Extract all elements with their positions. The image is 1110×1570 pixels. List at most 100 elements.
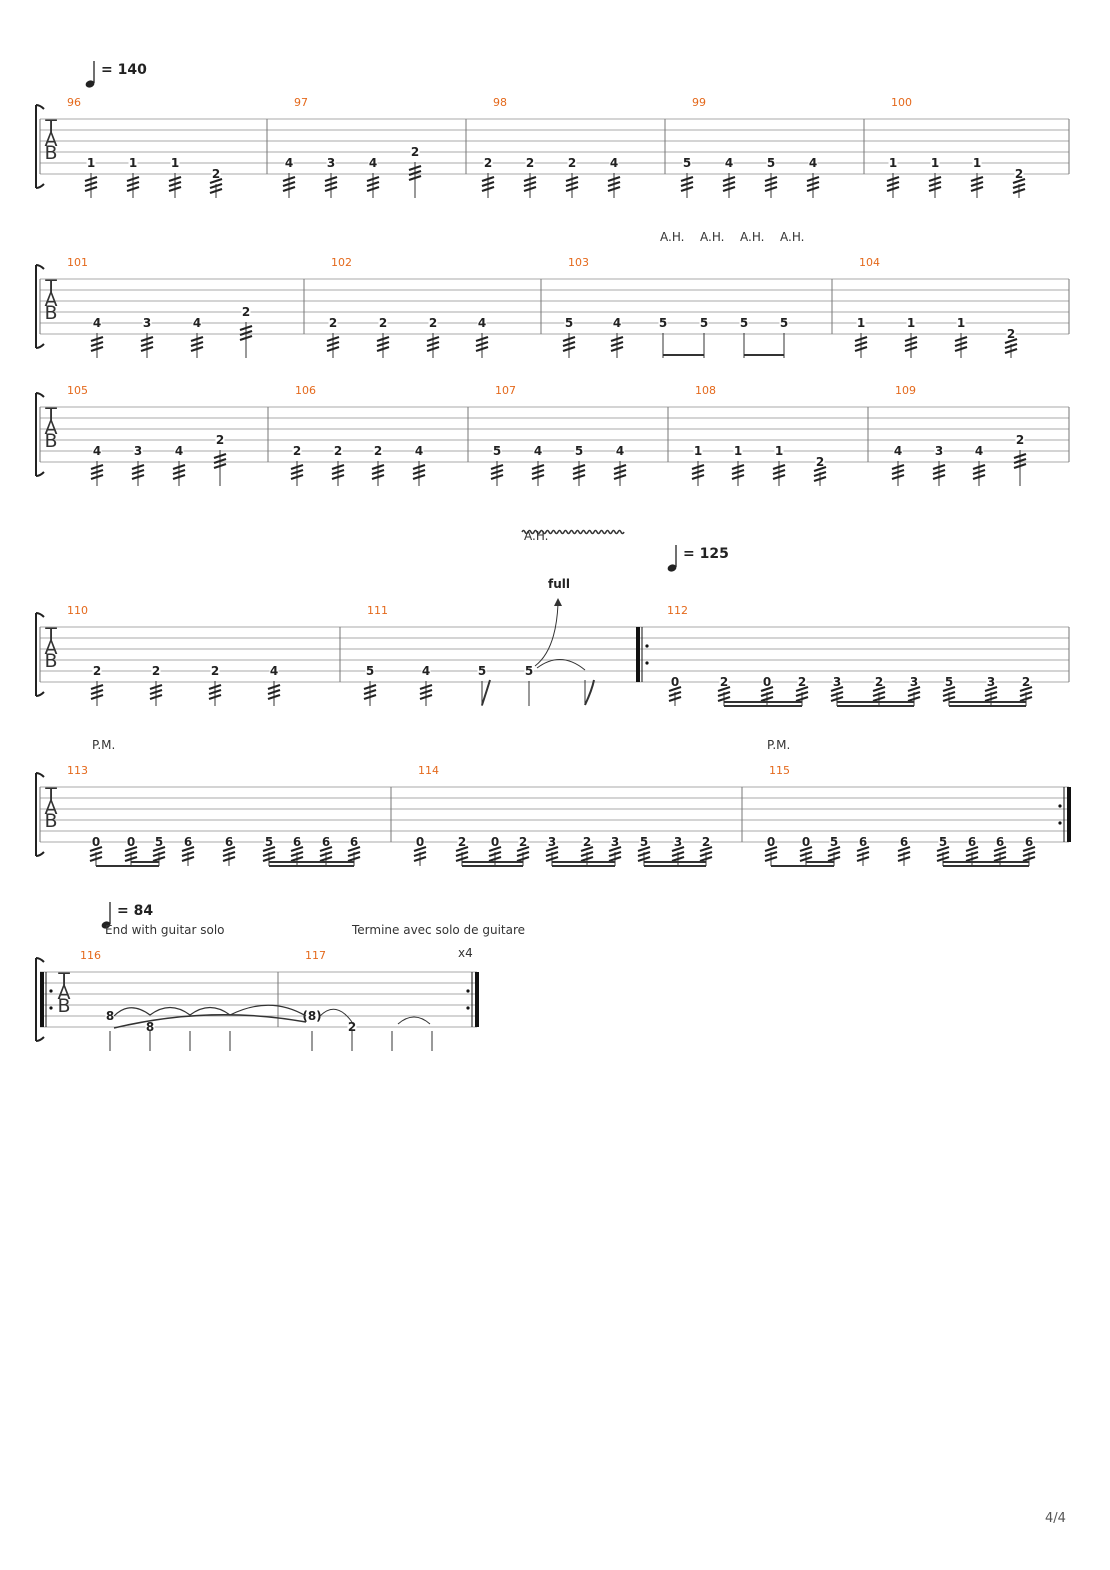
fret-bg (105, 1011, 115, 1022)
tremolo-slash (1004, 342, 1018, 350)
tremolo-slash (928, 175, 942, 183)
tremolo-slash (854, 345, 868, 353)
tremolo-slash (907, 695, 921, 703)
fret-bg (972, 158, 982, 169)
repeat-dot (1058, 804, 1062, 808)
tremolo-slash (152, 850, 166, 858)
fret-number: 6 (350, 835, 358, 849)
tremolo-slash (806, 185, 820, 193)
tremolo-slash (565, 180, 579, 188)
tab-clef-letter: B (44, 302, 57, 324)
tremolo-slash (545, 855, 559, 863)
fret-bg (909, 677, 919, 688)
tremolo-slash (172, 463, 186, 471)
fret-number: 2 (798, 675, 806, 689)
tremolo-slash (608, 850, 622, 858)
tremolo-slash (668, 695, 682, 703)
quarter-note-icon (85, 80, 95, 88)
tremolo-slash (84, 175, 98, 183)
tremolo-slash (366, 175, 380, 183)
measure-number: 102 (331, 256, 352, 269)
fret-bg (126, 837, 136, 848)
repeat-dot (1058, 821, 1062, 825)
fret-bg (92, 446, 102, 457)
tremolo-slash (827, 850, 841, 858)
tremolo-slash (168, 180, 182, 188)
fret-number: 6 (184, 835, 192, 849)
tremolo-slash (806, 175, 820, 183)
fret-number: 6 (859, 835, 867, 849)
vibrato-wave (521, 529, 625, 535)
tremolo-slash (668, 685, 682, 693)
tremolo-slash (262, 855, 276, 863)
fret-number: 2 (568, 156, 576, 170)
fret-number: 5 (740, 316, 748, 330)
tremolo-slash (722, 185, 736, 193)
tab-system (35, 612, 1070, 706)
fret-bg (986, 677, 996, 688)
fret-number: 2 (429, 316, 437, 330)
tremolo-slash (412, 473, 426, 481)
tremolo-slash (239, 324, 253, 332)
system-bracket (35, 392, 45, 477)
fret-bg (612, 318, 622, 329)
measure-number: 101 (67, 256, 88, 269)
fret-number: (8) (302, 1009, 321, 1023)
tremolo-slash (412, 463, 426, 471)
tremolo-slash (764, 175, 778, 183)
tremolo-slash (680, 180, 694, 188)
tremolo-slash (984, 690, 998, 698)
fret-bg (1021, 677, 1031, 688)
fret-number: 3 (935, 444, 943, 458)
tremolo-slash (891, 473, 905, 481)
tremolo-slash (89, 850, 103, 858)
tab-clef-letter: A (45, 129, 58, 151)
tab-system (35, 957, 479, 1042)
fret-number: 3 (674, 835, 682, 849)
tab-clef-letter: T (44, 116, 57, 138)
tremolo-slash (965, 845, 979, 853)
fret-bg (210, 666, 220, 677)
tremolo-slash (208, 688, 222, 696)
tremolo-slash (84, 180, 98, 188)
fret-number: 1 (694, 444, 702, 458)
tremolo-slash (932, 468, 946, 476)
fret-number: 4 (725, 156, 733, 170)
tremolo-slash (772, 463, 786, 471)
fret-number: 5 (830, 835, 838, 849)
measure-number: 117 (305, 949, 326, 962)
tremolo-slash (290, 463, 304, 471)
fret-number: 0 (92, 835, 100, 849)
tremolo-slash (806, 180, 820, 188)
fret-number: 2 (1015, 167, 1023, 181)
fret-number: 3 (327, 156, 335, 170)
tremolo-slash (965, 850, 979, 858)
fret-bg (414, 446, 424, 457)
fret-bg (333, 446, 343, 457)
fret-bg (347, 1022, 357, 1033)
tremolo-slash (516, 855, 530, 863)
measure-number: 108 (695, 384, 716, 397)
tremolo-slash (126, 175, 140, 183)
fret-number: 2 (458, 835, 466, 849)
tremolo-slash (413, 850, 427, 858)
tremolo-slash (886, 175, 900, 183)
tremolo-slash (722, 180, 736, 188)
tremolo-slash (523, 180, 537, 188)
measure-number: 110 (67, 604, 88, 617)
tremolo-slash (856, 855, 870, 863)
fret-bg (303, 1011, 321, 1022)
fret-bg (518, 837, 528, 848)
fret-bg (670, 677, 680, 688)
fret-bg (938, 837, 948, 848)
tremolo-slash (764, 180, 778, 188)
fret-bg (766, 158, 776, 169)
tremolo-slash (856, 850, 870, 858)
fret-bg (547, 837, 557, 848)
tremolo-slash (408, 174, 422, 182)
fret-number: 1 (889, 156, 897, 170)
tab-system (35, 392, 1070, 486)
fret-bg (211, 169, 221, 180)
tremolo-slash (149, 693, 163, 701)
measure-number: 103 (568, 256, 589, 269)
